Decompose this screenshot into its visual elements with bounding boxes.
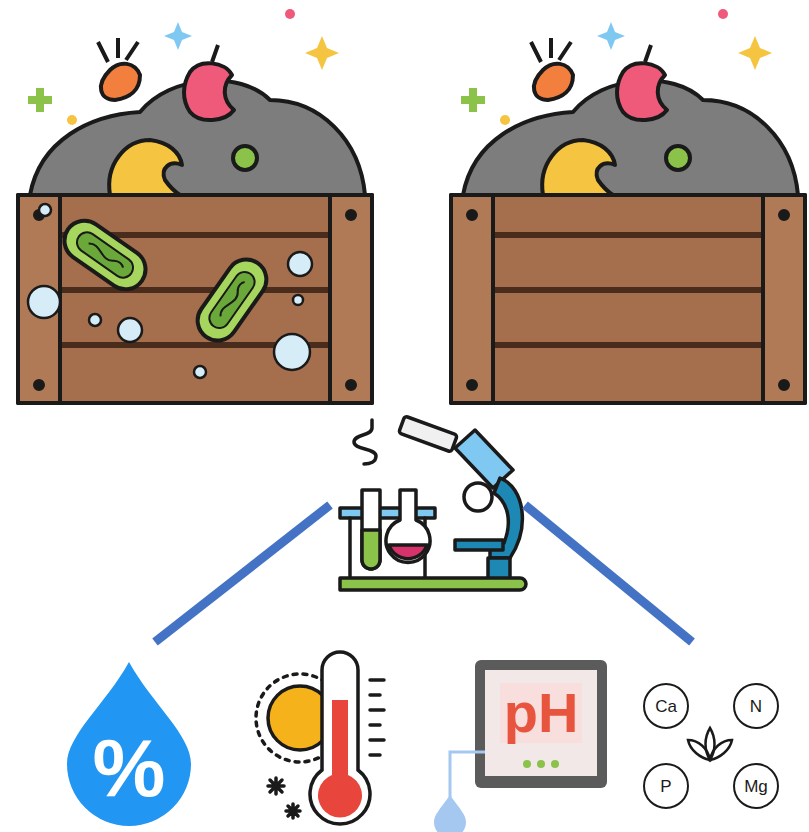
nutrient-circle: Mg [733,763,779,809]
leader-line [525,505,692,642]
temperature-icon [256,652,384,824]
ph-text: pH [500,683,583,743]
element-symbol: Ca [655,698,677,715]
compost-bin-with-microbes [18,38,372,403]
element-symbol: P [660,778,671,795]
sparkles [461,9,772,125]
nutrient-circle: P [643,763,689,809]
moisture-drop: % [65,660,193,826]
nutrient-circle: Ca [643,683,689,729]
ph-meter [434,660,607,832]
sparkles [28,9,339,125]
element-symbol: N [750,698,762,715]
leader-line [155,505,330,642]
element-symbol: Mg [744,778,768,795]
lab-icon [340,416,526,590]
percent-symbol: % [93,727,166,809]
nutrient-circle: N [733,683,779,729]
compost-bin-plain [451,38,805,403]
ph-display: pH [485,672,597,754]
leaf-symbol [688,728,732,760]
